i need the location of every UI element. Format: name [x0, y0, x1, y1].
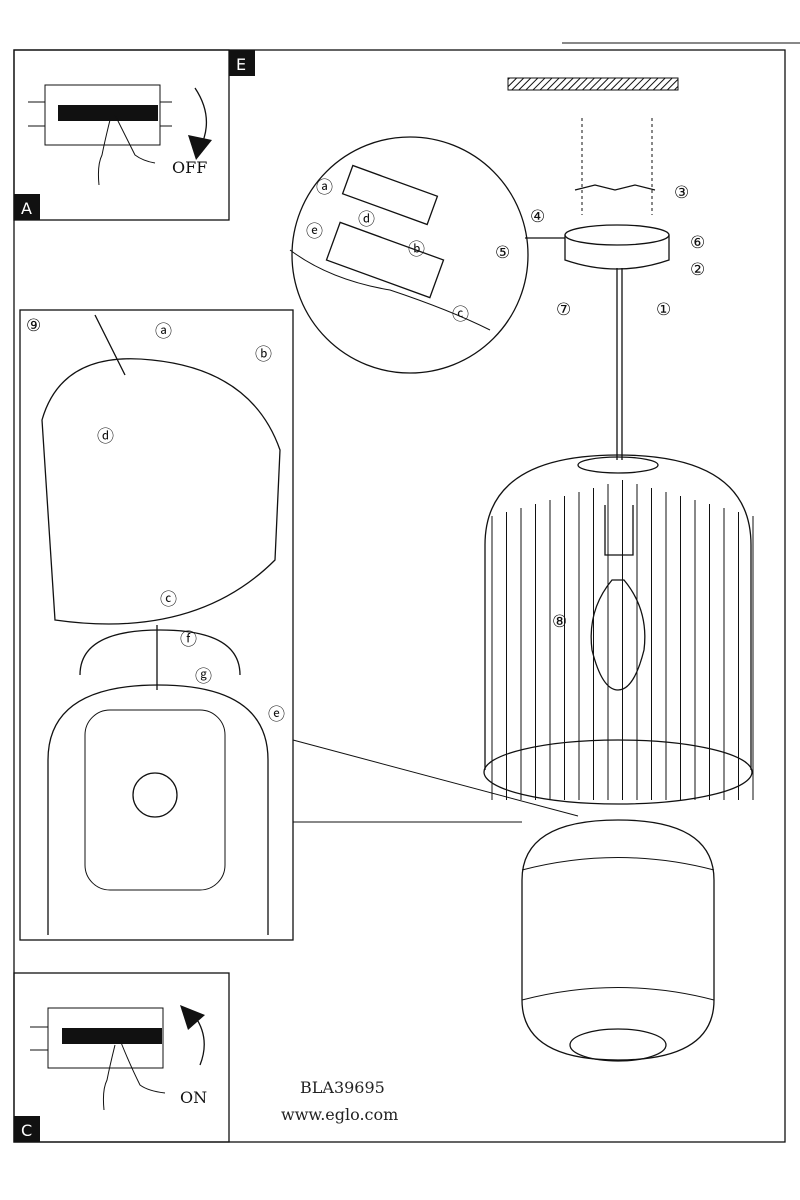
badge-a: A [21, 199, 32, 218]
circuit-breaker-icon [30, 1007, 166, 1111]
switch-on-panel: C ON [13, 972, 230, 1143]
badge-e: E [236, 55, 246, 74]
detail-label-g: ⓖ [195, 667, 212, 687]
wiring-detail: ⓐ ⓑ ⓒ ⓓ ⓔ ⑤ [289, 136, 565, 374]
step-7: ⑦ [556, 300, 571, 320]
step-5: ⑤ [495, 243, 510, 263]
wiring-label-c: ⓒ [452, 305, 469, 325]
badge-c: C [21, 1121, 32, 1140]
detail-label-b: ⓑ [255, 345, 272, 365]
model-code: BLA39695 [300, 1078, 385, 1097]
detail-label-c: ⓒ [160, 590, 177, 610]
step-8: ⑧ [552, 612, 567, 632]
wiring-label-d: ⓓ [358, 210, 375, 230]
detail-label-e: ⓔ [268, 705, 285, 725]
assembly-detail-panel: ⑨ ⓐ ⓑ ⓒ ⓓ ⓔ ⓕ ⓖ [19, 309, 294, 941]
step-2: ② [690, 260, 705, 280]
cage-lamp-shade [483, 454, 754, 805]
step-4: ④ [530, 207, 545, 227]
detail-label-f: ⓕ [180, 630, 197, 650]
page-frame [13, 49, 786, 1143]
step-3: ③ [674, 183, 689, 203]
circuit-breaker-icon [28, 84, 172, 186]
glass-shade [292, 739, 715, 1062]
detail-label-d: ⓓ [97, 427, 114, 447]
wiring-label-e: ⓔ [306, 222, 323, 242]
step-6: ⑥ [690, 233, 705, 253]
wiring-label-b: ⓑ [408, 240, 425, 260]
step-9: ⑨ [26, 316, 41, 336]
wiring-label-a: ⓐ [316, 178, 333, 198]
switch-off-panel: E A OFF [13, 49, 255, 221]
on-label: ON [180, 1088, 207, 1107]
ceiling-fixture-diagram: ④ ③ ⑥ ② ⑦ ① ⑧ [507, 77, 705, 632]
detail-label-a: ⓐ [155, 322, 172, 342]
off-label: OFF [172, 158, 207, 177]
step-1: ① [656, 300, 671, 320]
website-link[interactable]: www.eglo.com [281, 1105, 398, 1124]
